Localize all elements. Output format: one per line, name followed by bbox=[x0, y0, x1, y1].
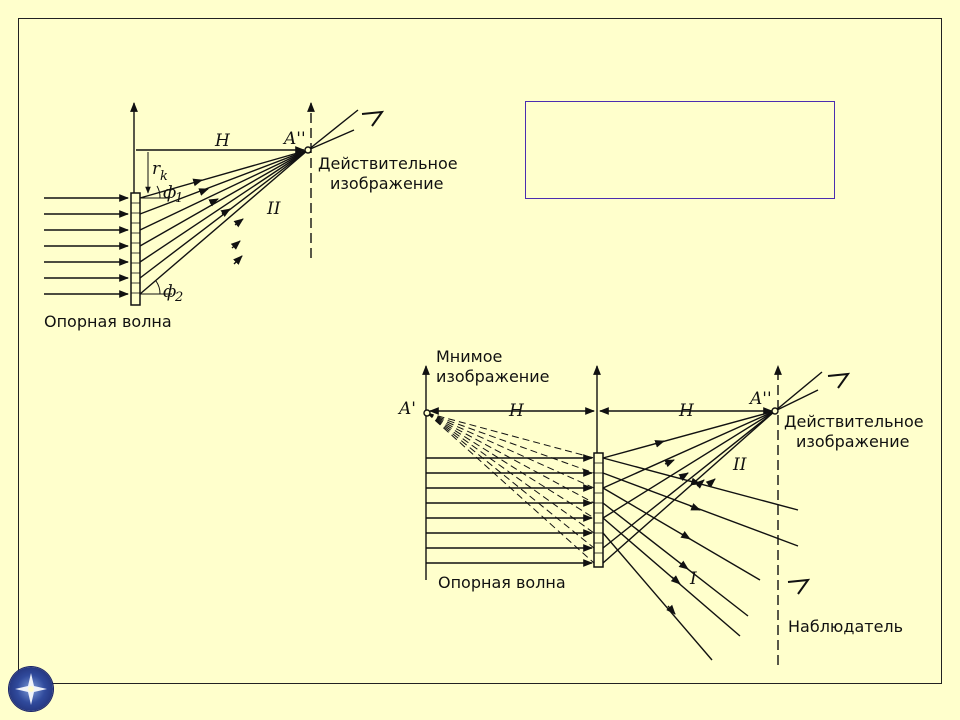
bottom-beam2-label: II bbox=[732, 455, 747, 475]
bottom-virtual-image-line2: изображение bbox=[436, 367, 549, 386]
top-radius-label: r bbox=[152, 159, 161, 179]
top-radius-sub: k bbox=[160, 169, 168, 184]
space-logo-icon bbox=[9, 667, 53, 711]
top-distance-label: H bbox=[214, 131, 231, 151]
top-point-label: A'' bbox=[282, 129, 306, 149]
bottom-reference-rays bbox=[426, 454, 593, 567]
bottom-beam-ii bbox=[602, 410, 776, 564]
bottom-distance-right-label: H bbox=[678, 401, 695, 421]
top-real-image-line2: изображение bbox=[330, 174, 443, 193]
top-reference-wave-label: Опорная волна bbox=[44, 312, 172, 331]
bottom-reference-wave-label: Опорная волна bbox=[438, 573, 566, 592]
bottom-virtual-point-label: A' bbox=[397, 399, 416, 419]
top-angle1-label: ф bbox=[163, 183, 176, 203]
diagram-top bbox=[44, 102, 359, 306]
bottom-hologram-plate bbox=[593, 452, 604, 568]
eye-icon bbox=[787, 578, 811, 595]
bottom-real-image-line1: Действительное bbox=[784, 412, 924, 431]
top-angle2-label: ф bbox=[163, 282, 176, 302]
top-angle1-sub: 1 bbox=[175, 191, 183, 206]
top-hologram-plate bbox=[130, 192, 141, 306]
bottom-distance-left-label: H bbox=[508, 401, 525, 421]
bottom-virtual-image-line1: Мнимое bbox=[436, 347, 502, 366]
bottom-beam1-label: I bbox=[689, 569, 697, 589]
text-box bbox=[525, 101, 835, 199]
bottom-virtual-rays bbox=[426, 412, 595, 564]
top-angle2-sub: 2 bbox=[174, 290, 183, 305]
top-diffracted-rays bbox=[139, 149, 309, 295]
top-real-image-line1: Действительное bbox=[318, 154, 458, 173]
eye-icon bbox=[827, 372, 851, 389]
diagram-bottom bbox=[422, 365, 823, 665]
eye-icon bbox=[361, 110, 385, 127]
bottom-real-point-label: A'' bbox=[748, 389, 772, 409]
bottom-real-image-line2: изображение bbox=[796, 432, 909, 451]
top-beam-label: II bbox=[266, 199, 281, 219]
bottom-beam-i bbox=[602, 457, 799, 661]
top-reference-rays bbox=[44, 194, 129, 298]
slide-frame bbox=[18, 18, 942, 684]
bottom-observer-label: Наблюдатель bbox=[788, 617, 903, 636]
